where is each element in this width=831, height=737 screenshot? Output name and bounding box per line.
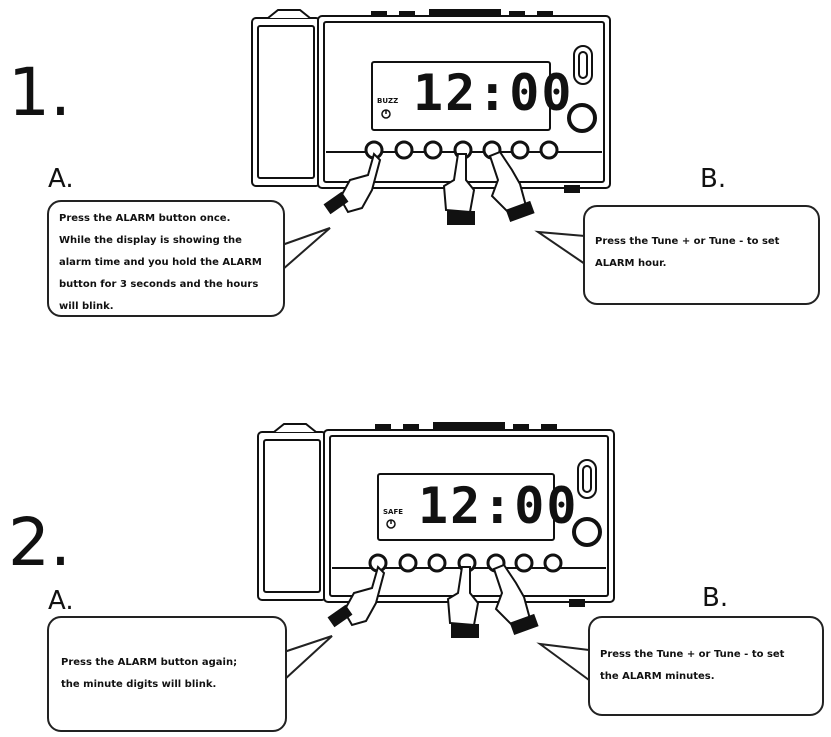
pointing-hand-icon (446, 566, 480, 638)
step-2-bubble-b: Press the Tune + or Tune - to set the AL… (588, 616, 824, 716)
step-2-number: 2. (8, 504, 71, 581)
step-1-label-a: A. (48, 164, 74, 194)
step-2-clock-display: 12:00 (418, 477, 579, 535)
step-1-bubble-b: Press the Tune + or Tune - to set ALARM … (583, 205, 820, 305)
step-2-display-indicator: SAFE (383, 508, 404, 516)
pointing-hand-icon (488, 150, 535, 223)
pointing-hand-icon (492, 563, 539, 636)
bubble-line: ALARM hour. (595, 258, 667, 269)
bubble-line: While the display is showing the (59, 235, 242, 246)
step-1-bubble-a: Press the ALARM button once. While the d… (47, 200, 285, 317)
bubble-line: button for 3 seconds and the hours (59, 279, 259, 290)
bubble-tail (536, 642, 590, 681)
step-1-number: 1. (8, 54, 71, 131)
step-2-label-b: B. (702, 583, 729, 613)
alarm-bell-icon (386, 519, 396, 529)
bubble-tail (281, 227, 331, 271)
bubble-line: Press the ALARM button once. (59, 213, 231, 224)
bubble-line: the minute digits will blink. (61, 679, 217, 690)
bubble-line: the ALARM minutes. (600, 671, 715, 682)
bubble-tail (283, 635, 333, 681)
bubble-line: Press the Tune + or Tune - to set (600, 649, 785, 660)
clock-radio-icon (251, 9, 611, 193)
bubble-tail (534, 230, 586, 265)
pointing-hand-icon (327, 565, 386, 628)
bubble-line: Press the ALARM button again; (61, 657, 238, 668)
bubble-line: will blink. (59, 301, 114, 312)
bubble-line: alarm time and you hold the ALARM (59, 257, 262, 268)
step-1-label-b: B. (700, 164, 727, 194)
clock-radio-icon (257, 422, 615, 607)
pointing-hand-icon (323, 152, 382, 215)
step-1-clock-display: 12:00 (413, 64, 574, 122)
step-1-display-indicator: BUZZ (377, 97, 399, 105)
pointing-hand-icon (442, 153, 476, 225)
bubble-line: Press the Tune + or Tune - to set (595, 236, 780, 247)
step-2-label-a: A. (48, 586, 74, 616)
alarm-bell-icon (381, 109, 391, 119)
step-2-bubble-a: Press the ALARM button again; the minute… (47, 616, 287, 732)
